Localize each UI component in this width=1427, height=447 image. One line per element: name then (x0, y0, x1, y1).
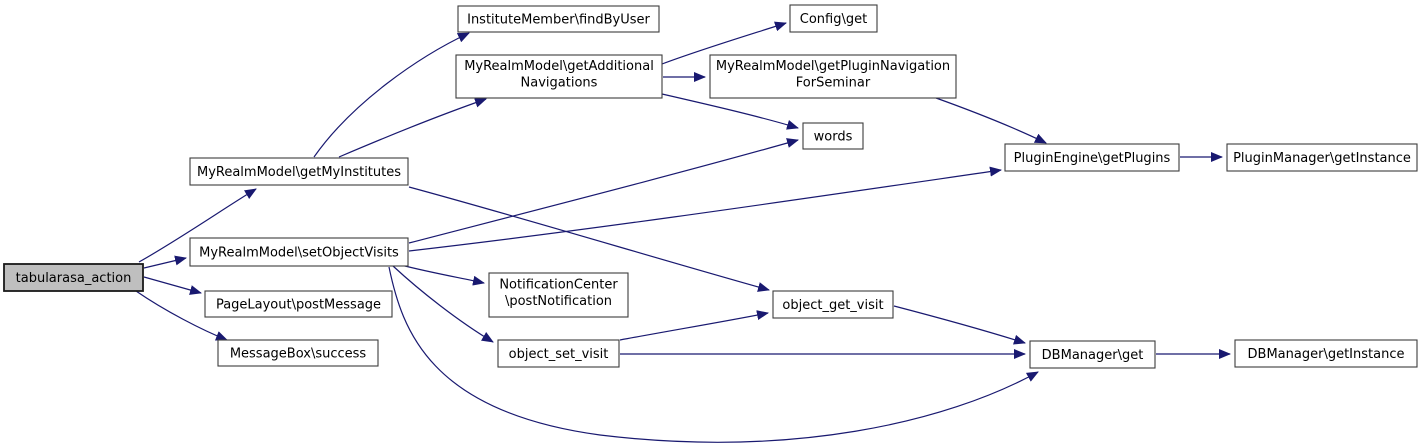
node-dbManagerGetInstance[interactable]: DBManager\getInstance (1234, 339, 1418, 368)
edge-getAdditionalNavigations-to-configGet (661, 21, 787, 65)
edge-getMyInstitutes-to-objectGetVisit (408, 186, 770, 292)
node-rect-getPlugins[interactable] (1004, 143, 1180, 172)
edge-tabularasa_action-to-getMyInstitutes (138, 188, 257, 263)
node-rect-getPluginNavigationForSeminar[interactable] (709, 54, 957, 99)
node-rect-objectSetVisit[interactable] (497, 339, 620, 368)
edges-layer (135, 21, 1231, 443)
edge-getMyInstitutes-to-findByUser (313, 32, 470, 158)
edge-getAdditionalNavigations-to-words (661, 93, 799, 130)
node-postNotification[interactable]: NotificationCenter\postNotification (488, 272, 629, 318)
node-rect-messageBoxSuccess[interactable] (217, 339, 379, 367)
nodes-layer: tabularasa_action MyRealmModel\getMyInsti… (3, 4, 1418, 369)
node-messageBoxSuccess[interactable]: MessageBox\success (217, 339, 379, 367)
node-rect-tabularasa_action[interactable] (3, 263, 144, 292)
node-setObjectVisits[interactable]: MyRealmModel\setObjectVisits (189, 237, 409, 267)
node-rect-setObjectVisits[interactable] (189, 237, 409, 267)
edge-getPluginNavigationForSeminar-to-getPlugins (935, 97, 1047, 144)
node-rect-getMyInstitutes[interactable] (189, 157, 409, 186)
node-rect-objectGetVisit[interactable] (772, 290, 894, 319)
edge-setObjectVisits-to-objectSetVisit (392, 265, 494, 343)
node-getMyInstitutes[interactable]: MyRealmModel\getMyInstitutes (189, 157, 409, 186)
node-objectSetVisit[interactable]: object_set_visit (497, 339, 620, 368)
edge-tabularasa_action-to-postMessage (143, 276, 202, 295)
node-rect-configGet[interactable] (789, 4, 878, 33)
node-rect-pluginManagerGetInstance[interactable] (1226, 143, 1418, 172)
node-rect-postNotification[interactable] (488, 272, 629, 318)
node-tabularasa_action[interactable]: tabularasa_action (3, 263, 144, 292)
node-findByUser[interactable]: InstituteMember\findByUser (457, 5, 660, 33)
node-objectGetVisit[interactable]: object_get_visit (772, 290, 894, 319)
node-postMessage[interactable]: PageLayout\postMessage (204, 290, 393, 318)
node-getPluginNavigationForSeminar[interactable]: MyRealmModel\getPluginNavigationForSemin… (709, 54, 957, 99)
edge-setObjectVisits-to-postNotification (400, 264, 485, 286)
node-rect-words[interactable] (802, 122, 864, 150)
node-rect-dbManagerGet[interactable] (1029, 340, 1156, 369)
edge-objectSetVisit-to-objectGetVisit (619, 310, 769, 341)
node-rect-dbManagerGetInstance[interactable] (1234, 339, 1418, 368)
edge-tabularasa_action-to-messageBoxSuccess (135, 290, 228, 341)
edge-objectGetVisit-to-dbManagerGet (893, 305, 1026, 345)
edge-setObjectVisits-to-dbManagerGet (388, 266, 1039, 443)
node-dbManagerGet[interactable]: DBManager\get (1029, 340, 1156, 369)
node-configGet[interactable]: Config\get (789, 4, 878, 33)
node-rect-findByUser[interactable] (457, 5, 660, 33)
node-getPlugins[interactable]: PluginEngine\getPlugins (1004, 143, 1180, 172)
edge-tabularasa_action-to-setObjectVisits (143, 255, 187, 269)
edge-setObjectVisits-to-getPlugins (408, 166, 1002, 252)
node-rect-getAdditionalNavigations[interactable] (455, 54, 663, 99)
edge-setObjectVisits-to-words (408, 138, 799, 244)
node-rect-postMessage[interactable] (204, 290, 393, 318)
node-pluginManagerGetInstance[interactable]: PluginManager\getInstance (1226, 143, 1418, 172)
node-words[interactable]: words (802, 122, 864, 150)
edge-getMyInstitutes-to-getAdditionalNavigations (338, 97, 487, 158)
